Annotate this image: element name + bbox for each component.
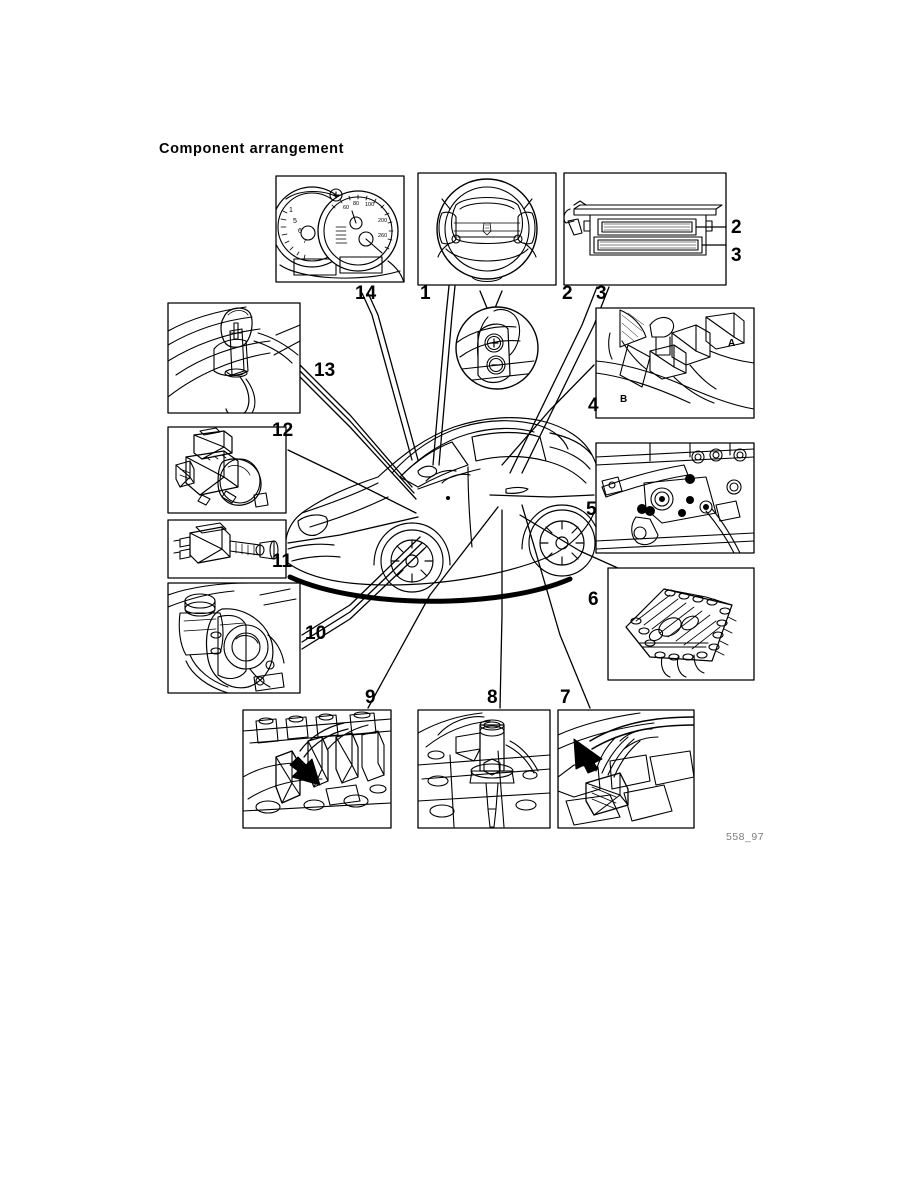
svg-text:7: 7 — [303, 238, 307, 245]
connector-number-2: 2 — [731, 217, 742, 238]
callout-number-1: 1 — [420, 283, 431, 304]
callout-number-13: 13 — [314, 360, 336, 381]
sensor-panel — [417, 709, 551, 829]
svg-text:60: 60 — [343, 205, 349, 211]
connector-number-3: 3 — [731, 245, 742, 266]
control-unit-panel — [563, 172, 727, 286]
svg-text:1: 1 — [289, 207, 293, 214]
bracket-assembly-panel — [595, 442, 755, 554]
steering-wheel-panel — [417, 172, 557, 286]
callout-number-11: 11 — [272, 551, 293, 572]
svg-text:260: 260 — [378, 233, 387, 239]
callout-number-7: 7 — [560, 687, 571, 708]
callout-number-10: 10 — [305, 623, 327, 644]
valve-body-panel — [607, 567, 755, 681]
brake-booster-panel — [167, 582, 301, 694]
svg-text:5: 5 — [293, 218, 297, 225]
callout-number-8: 8 — [487, 687, 498, 708]
callout-number-12: 12 — [272, 420, 294, 441]
callout-number-6: 6 — [588, 589, 599, 610]
callout-number-2: 2 — [562, 283, 573, 304]
figure-artwork: 1 5 6 7 60 80 100 — [167, 172, 755, 829]
callout-number-14: 14 — [355, 283, 377, 304]
pedal-assembly-panel — [595, 307, 755, 419]
svg-text:200: 200 — [378, 218, 387, 224]
engine-component-panel — [242, 709, 392, 829]
svg-text:80: 80 — [353, 201, 359, 207]
sub-label-b: B — [620, 394, 628, 405]
hydraulic-unit-panel — [167, 426, 287, 514]
callout-number-9: 9 — [365, 687, 376, 708]
svg-text:100: 100 — [365, 202, 374, 208]
brake-light-switch-panel — [167, 519, 287, 579]
page-title: Component arrangement — [159, 141, 345, 157]
instrument-cluster-panel: 1 5 6 7 60 80 100 — [275, 175, 405, 283]
callout-number-4: 4 — [588, 395, 599, 416]
wiring-connector-panel — [557, 709, 695, 829]
steering-wheel-buttons-detail — [455, 306, 539, 390]
svg-text:6: 6 — [298, 228, 302, 235]
component-arrangement-figure: 1 5 6 7 60 80 100 — [150, 165, 770, 865]
leader-lines — [287, 285, 621, 709]
callout-number-3: 3 — [596, 283, 607, 304]
vehicle-line-drawing — [284, 417, 601, 604]
selector-lever-panel — [167, 302, 301, 414]
figure-reference-number: 558_97 — [726, 831, 765, 843]
callout-number-5: 5 — [586, 499, 597, 520]
sub-label-a: A — [728, 338, 736, 349]
